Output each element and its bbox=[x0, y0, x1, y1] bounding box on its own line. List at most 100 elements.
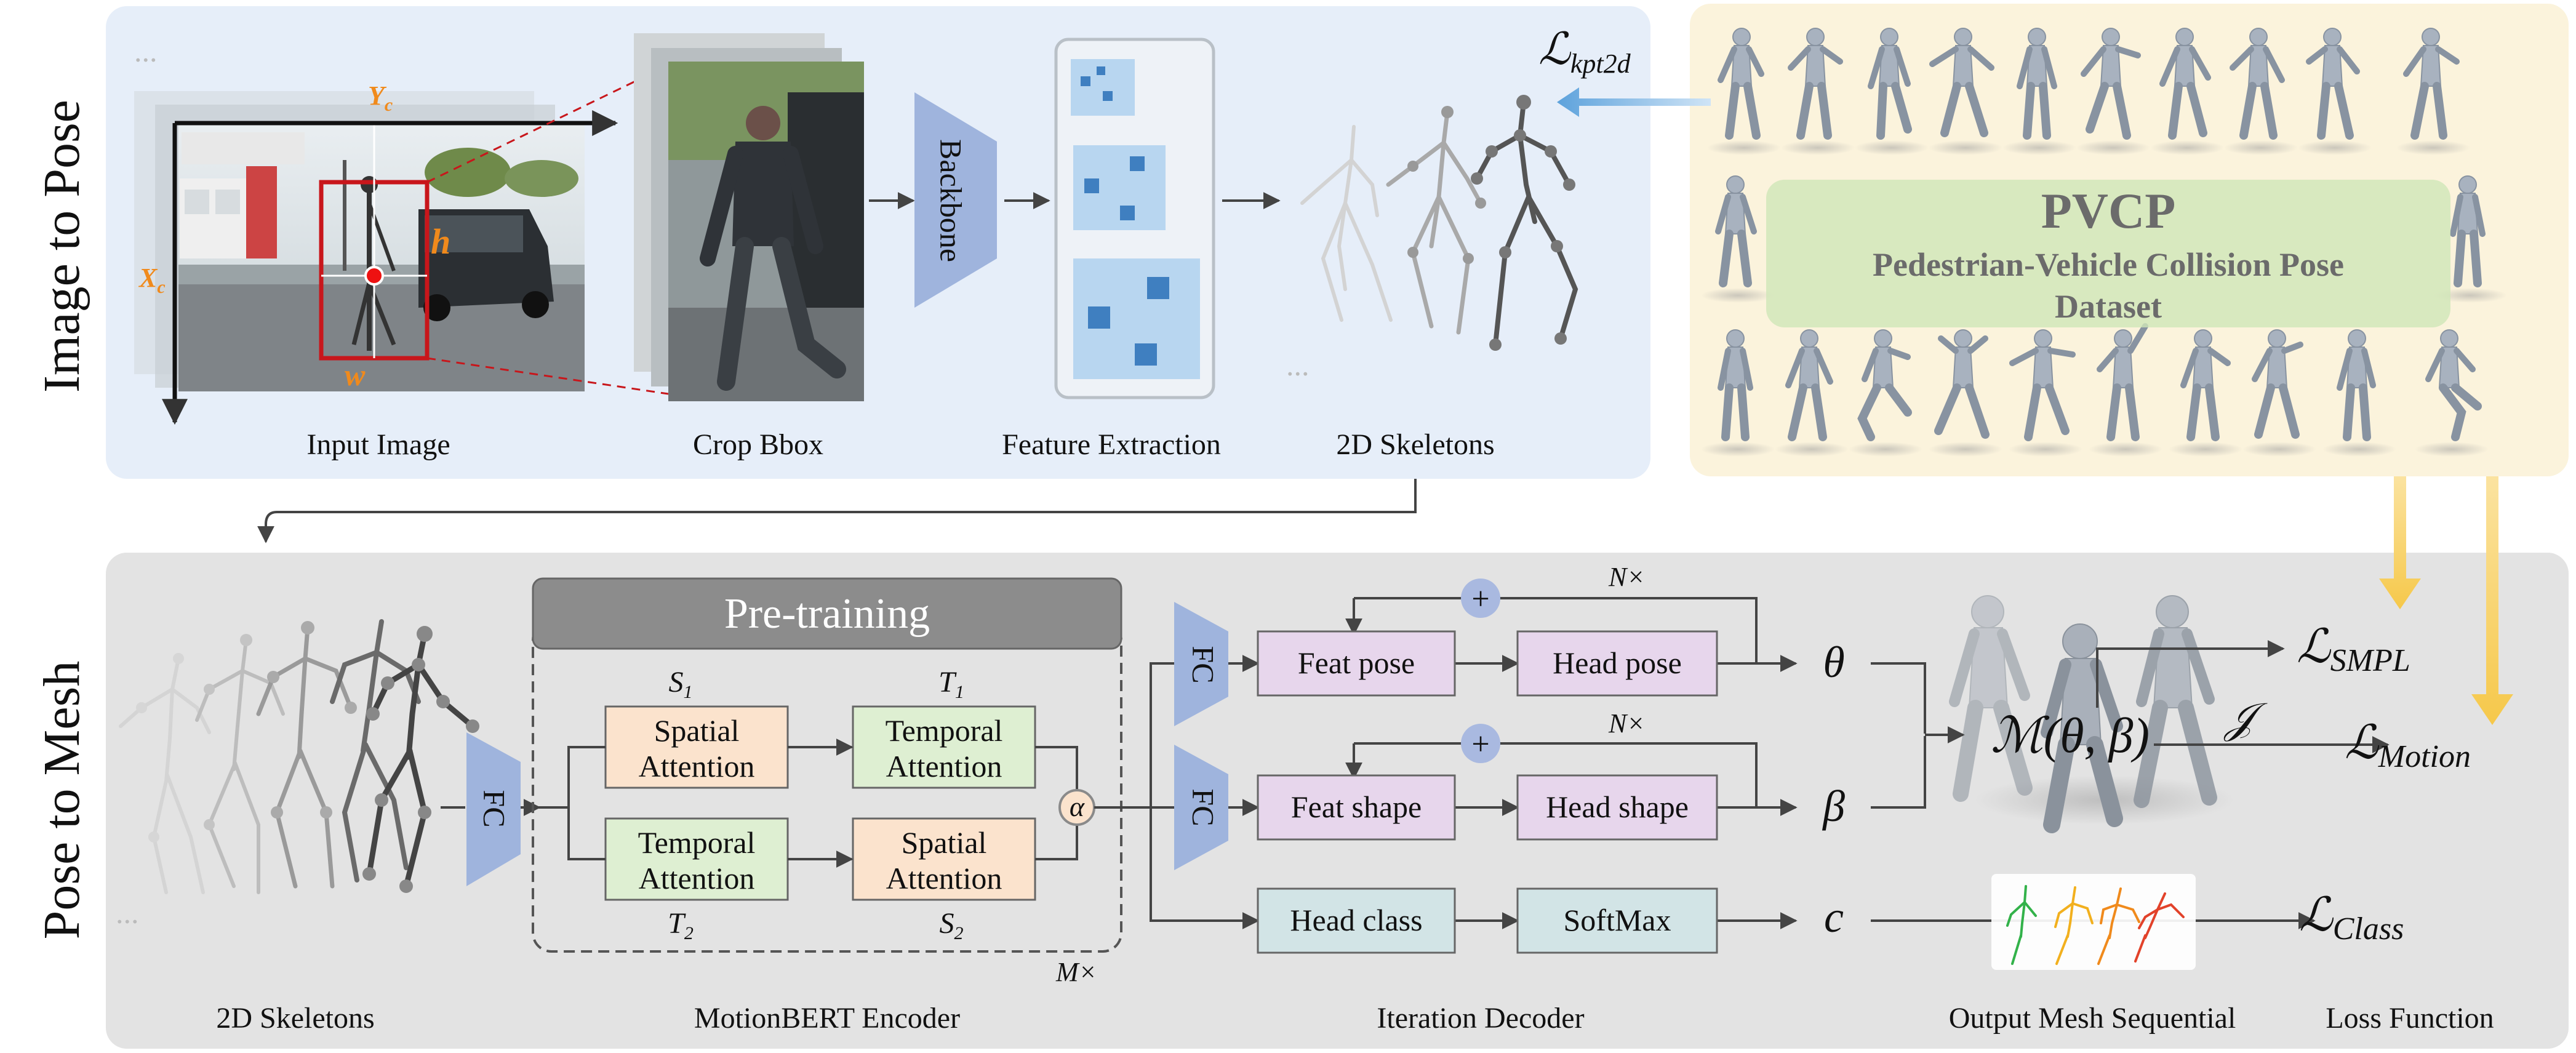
temporal-attention-2-line1: Temporal bbox=[638, 825, 756, 860]
svg-text:S1: S1 bbox=[669, 666, 693, 702]
temporal-attention-1-line2: Attention bbox=[886, 749, 1002, 783]
head-class-label: Head class bbox=[1290, 903, 1422, 937]
pretraining-header bbox=[532, 577, 1122, 650]
svg-text:T1: T1 bbox=[938, 666, 964, 702]
label-x: X bbox=[138, 263, 158, 293]
arrow-skeletons-down bbox=[257, 479, 1417, 543]
loss-class-symbol: ℒ bbox=[2299, 889, 2334, 941]
beta-symbol: β bbox=[1822, 782, 1845, 831]
feat-pose-label: Feat pose bbox=[1298, 646, 1415, 680]
feat-shape-label: Feat shape bbox=[1291, 790, 1422, 824]
loss-motion-sub: Motion bbox=[2378, 739, 2471, 774]
dataset-subtitle-line2: Dataset bbox=[2055, 288, 2162, 325]
arrow-dataset-to-smpl bbox=[2379, 476, 2421, 609]
c-symbol: c bbox=[1824, 892, 1844, 942]
s2-label: S bbox=[940, 907, 954, 940]
svg-text:ℒkpt2d: ℒkpt2d bbox=[1538, 25, 1631, 79]
head-pose-box bbox=[1516, 630, 1718, 697]
arrow-dataset-to-motion bbox=[2471, 476, 2513, 725]
svg-text:ℒSMPL: ℒSMPL bbox=[2297, 621, 2410, 678]
s1-sub: 1 bbox=[684, 682, 693, 702]
output-meshes bbox=[1949, 595, 2234, 833]
plus-top-label: + bbox=[1471, 582, 1489, 617]
temporal-attention-1-line1: Temporal bbox=[886, 713, 1003, 748]
spatial-attention-1-line2: Attention bbox=[639, 749, 755, 783]
spatial-attention-2-line2: Attention bbox=[886, 861, 1002, 895]
temporal-attention-2-line2: Attention bbox=[639, 861, 755, 895]
alpha-label: α bbox=[1070, 791, 1085, 822]
dataset-label-box bbox=[1766, 180, 2450, 327]
iter-bottom-label: N× bbox=[1608, 708, 1645, 739]
loss-smpl-symbol: ℒ bbox=[2297, 621, 2332, 673]
fc-left-block bbox=[466, 732, 521, 886]
class-skeletons bbox=[1991, 874, 2196, 970]
head-pose-label: Head pose bbox=[1553, 646, 1682, 680]
loss-kpt2d-sub: kpt2d bbox=[1570, 49, 1631, 79]
loss-kpt2d-symbol: ℒ bbox=[1538, 25, 1572, 74]
svg-text:...: ... bbox=[1286, 348, 1310, 382]
caption-crop-bbox: Crop Bbox bbox=[693, 428, 823, 461]
decoder-connectors bbox=[1094, 597, 1798, 929]
head-class-box bbox=[1257, 887, 1456, 954]
mesh-function: ℳ(θ, β) bbox=[1991, 709, 2150, 763]
caption-skeletons-bottom: 2D Skeletons bbox=[216, 1002, 374, 1035]
theta-symbol: θ bbox=[1823, 638, 1844, 687]
svg-text:...: ... bbox=[116, 895, 139, 930]
caption-output-mesh: Output Mesh Sequential bbox=[1949, 1002, 2236, 1035]
caption-input-image: Input Image bbox=[306, 428, 450, 461]
fc-bottom-label: FC bbox=[1186, 788, 1221, 826]
s2-sub: 2 bbox=[954, 923, 964, 943]
encoder-connectors bbox=[539, 739, 1078, 868]
feat-pose-box bbox=[1257, 630, 1456, 697]
head-shape-label: Head shape bbox=[1546, 790, 1689, 824]
side-title-top: Image to Pose bbox=[33, 100, 90, 393]
crop-bbox-stack bbox=[634, 33, 864, 401]
svg-text:...: ... bbox=[134, 34, 158, 68]
arrow-kpt2d bbox=[1557, 87, 1711, 117]
temporal-attention-1 bbox=[852, 705, 1036, 789]
loss-smpl-sub: SMPL bbox=[2330, 643, 2410, 678]
plus-node-top bbox=[1461, 579, 1500, 618]
svg-text:ℒClass: ℒClass bbox=[2299, 889, 2404, 947]
side-title-bottom: Pose to Mesh bbox=[33, 661, 90, 940]
caption-motionbert-encoder: MotionBERT Encoder bbox=[694, 1002, 960, 1035]
fc-left-label: FC bbox=[478, 790, 512, 827]
softmax-box bbox=[1516, 887, 1718, 954]
label-y: Y bbox=[368, 81, 387, 111]
s1-label: S bbox=[669, 666, 684, 699]
caption-feature-extraction: Feature Extraction bbox=[1002, 428, 1221, 461]
loss-motion-symbol: ℒ bbox=[2345, 717, 2380, 769]
street-photo bbox=[178, 123, 585, 391]
dataset-subtitle-line1: Pedestrian-Vehicle Collision Pose bbox=[1873, 246, 2344, 283]
input-image-stack: ... bbox=[134, 34, 669, 425]
encoder-repeat: M× bbox=[1055, 957, 1097, 987]
fc-top-label: FC bbox=[1186, 646, 1221, 683]
plus-bottom-label: + bbox=[1471, 727, 1489, 762]
t1-label: T bbox=[938, 666, 957, 699]
backbone-label: Backbone bbox=[934, 139, 969, 262]
pretraining-label: Pre-training bbox=[724, 590, 930, 638]
t1-sub: 1 bbox=[955, 682, 964, 702]
dataset-meshes bbox=[1701, 28, 2507, 457]
loss-class-sub: Class bbox=[2333, 911, 2404, 947]
fc-top-block bbox=[1174, 602, 1228, 726]
dataset-title: PVCP bbox=[2041, 183, 2176, 239]
label-h: h bbox=[431, 222, 450, 262]
skeletons-top: ... bbox=[1286, 95, 1578, 382]
svg-text:ℒMotion: ℒMotion bbox=[2345, 717, 2471, 774]
caption-loss-function: Loss Function bbox=[2326, 1002, 2494, 1035]
feature-maps bbox=[1054, 38, 1215, 399]
label-x-sub: c bbox=[157, 277, 165, 297]
spatial-attention-1 bbox=[604, 705, 789, 789]
feat-shape-box bbox=[1257, 774, 1456, 841]
softmax-label: SoftMax bbox=[1564, 903, 1671, 937]
svg-text:S2: S2 bbox=[940, 907, 964, 943]
svg-text:T2: T2 bbox=[668, 907, 694, 943]
spatial-attention-2 bbox=[852, 817, 1036, 901]
t2-label: T bbox=[668, 907, 686, 940]
caption-iteration-decoder: Iteration Decoder bbox=[1377, 1002, 1584, 1035]
plus-node-bottom bbox=[1461, 724, 1500, 763]
iter-top-label: N× bbox=[1608, 562, 1645, 592]
backbone-block bbox=[914, 92, 997, 308]
